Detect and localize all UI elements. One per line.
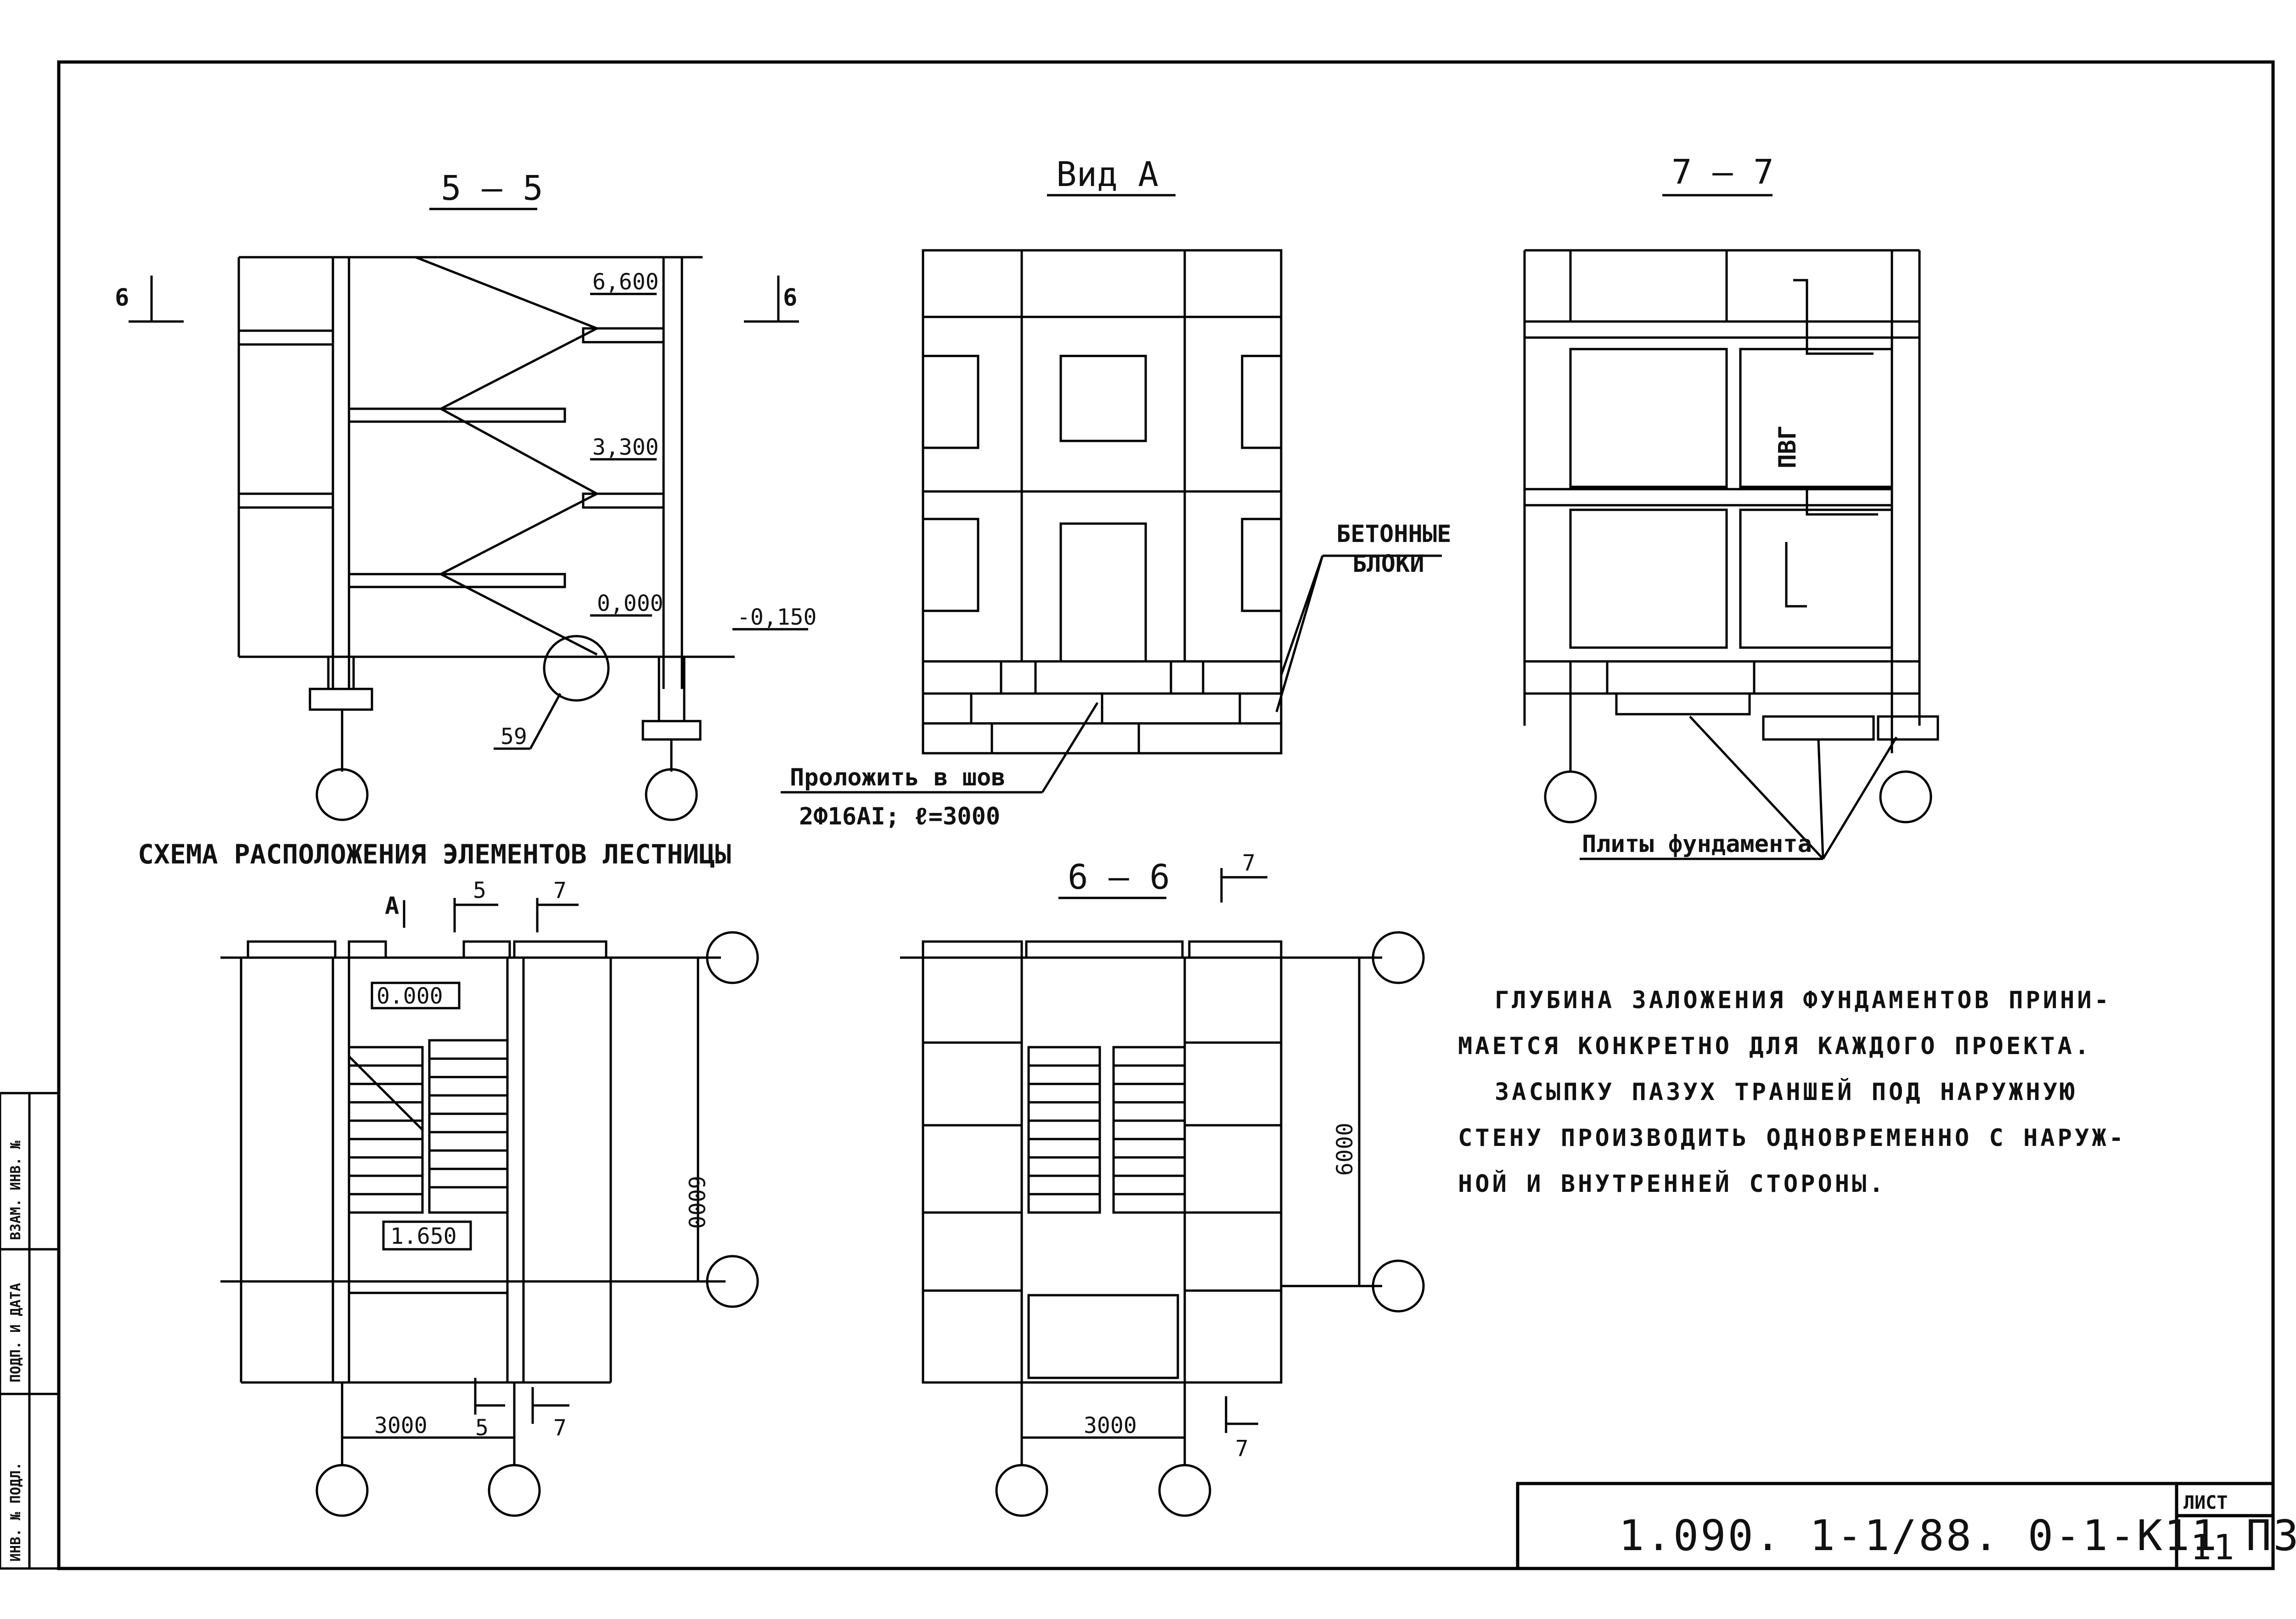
axis-bubble [315, 1464, 369, 1517]
general-note: ГЛУБИНА ЗАЛОЖЕНИЯ ФУНДАМЕНТОВ ПРИНИ- МАЕ… [1458, 987, 2126, 1198]
title-block [1516, 1482, 2275, 1570]
note-line: МАЕТСЯ КОНКРЕТНО ДЛЯ КАЖДОГО ПРОЕКТА. [1458, 1032, 2092, 1060]
section-5-5-title: 5 — 5 [441, 169, 543, 208]
section-6-6: 6 — 6 [900, 850, 1425, 1517]
detail-number: 59 [501, 724, 527, 750]
cut-mark: 7 [553, 878, 567, 903]
section-7-7-title: 7 — 7 [1671, 152, 1774, 192]
dimension-label: 6000 [683, 1176, 709, 1229]
note-line: НОЙ И ВНУТРЕННЕЙ СТОРОНЫ. [1458, 1170, 1886, 1198]
level-mark: 1.650 [390, 1224, 457, 1249]
axis-bubble [1879, 770, 1932, 824]
stair-plan-title: СХЕМА РАСПОЛОЖЕНИЯ ЭЛЕМЕНТОВ ЛЕСТНИЦЫ [138, 839, 731, 870]
stamp-field-2: ПОДП. И ДАТА [8, 1283, 24, 1382]
seam-note-line1: Проложить в шов [790, 764, 1006, 791]
pvg-label: ПВГ [1774, 425, 1801, 468]
level-mark: 3,300 [592, 434, 659, 460]
axis-bubble [995, 1464, 1048, 1517]
stamp-field-1: ВЗАМ. ИНВ. № [8, 1140, 24, 1240]
level-mark: 0.000 [377, 983, 443, 1009]
cut-mark: 5 [475, 1415, 489, 1441]
axis-bubble [706, 931, 759, 984]
cut-mark: 6 [783, 284, 797, 311]
sheet-number: 11 [2190, 1527, 2236, 1568]
dimension-label: 6000 [1332, 1123, 1358, 1176]
document-code: 1.090. 1-1/88. 0-1-К11 ПЗ [1619, 1511, 2296, 1560]
side-stamp [0, 1092, 60, 1570]
axis-bubble [315, 768, 369, 821]
view-a-title: Вид А [1056, 155, 1159, 194]
axis-bubble [1372, 931, 1425, 984]
section-6-6-title: 6 — 6 [1068, 857, 1170, 897]
note-line: ЗАСЫПКУ ПАЗУХ ТРАНШЕЙ ПОД НАРУЖНУЮ [1495, 1078, 2077, 1106]
seam-note-line2: 2Ф16АI; ℓ=3000 [799, 803, 1000, 830]
level-mark: 0,000 [597, 591, 664, 616]
dimension-label: 3000 [1084, 1413, 1137, 1438]
drawing-frame [57, 60, 2275, 1570]
cut-mark: А [385, 892, 399, 920]
stair-plan: СХЕМА РАСПОЛОЖЕНИЯ ЭЛЕМЕНТОВ ЛЕСТНИЦЫ [138, 839, 759, 1517]
stamp-field-3: ИНВ. № ПОДЛ. [8, 1462, 24, 1562]
note-line: ГЛУБИНА ЗАЛОЖЕНИЯ ФУНДАМЕНТОВ ПРИНИ- [1495, 987, 2111, 1014]
sheet-label: ЛИСТ [2183, 1492, 2228, 1513]
axis-bubble [1158, 1464, 1211, 1517]
level-mark: 6,600 [592, 269, 659, 295]
plates-callout: Плиты фундамента [1582, 830, 1812, 858]
blocks-callout-line1: БЕТОННЫЕ [1336, 520, 1451, 548]
axis-bubble [706, 1255, 759, 1308]
axis-bubble [1372, 1259, 1425, 1313]
cut-mark: 7 [1242, 850, 1255, 876]
note-line: СТЕНУ ПРОИЗВОДИТЬ ОДНОВРЕМЕННО С НАРУЖ- [1458, 1124, 2126, 1152]
section-5-5: 5 — 5 [115, 169, 816, 821]
cut-mark: 7 [553, 1415, 567, 1441]
blocks-callout-line2: БЛОКИ [1352, 550, 1424, 578]
dimension-label: 3000 [374, 1413, 428, 1438]
section-7-7: 7 — 7 [1523, 152, 1939, 860]
cut-mark: 7 [1235, 1436, 1249, 1461]
view-a: Вид А [781, 155, 1451, 830]
axis-bubble [1544, 770, 1597, 824]
cut-mark: 5 [473, 878, 486, 903]
axis-bubble [645, 768, 698, 821]
level-mark: -0,150 [737, 604, 816, 630]
cut-mark: 6 [115, 284, 129, 311]
axis-bubble [488, 1464, 541, 1517]
